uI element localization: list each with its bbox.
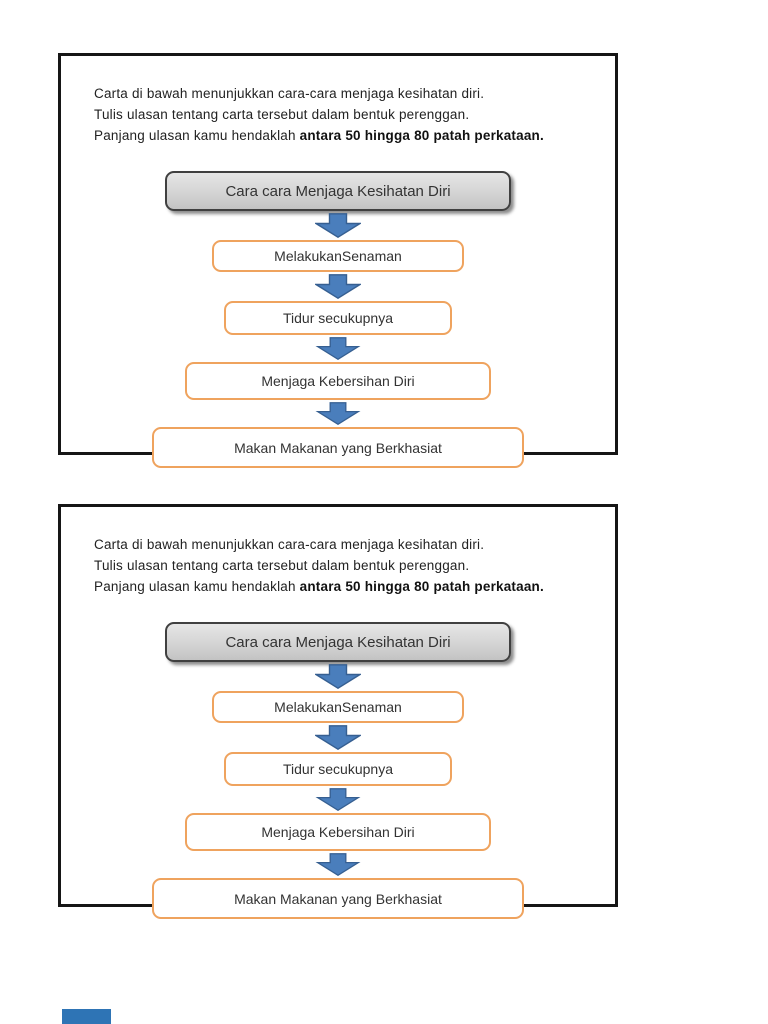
flowchart-title-box: Cara cara Menjaga Kesihatan Diri (165, 622, 511, 662)
instruction-line-3-bold: antara 50 hingga 80 patah perkataan. (299, 128, 544, 143)
step-box: Makan Makanan yang Berkhasiat (152, 878, 524, 919)
step-label: Tidur secukupnya (283, 761, 393, 777)
instruction-line-3: Panjang ulasan kamu hendaklah antara 50 … (94, 125, 595, 146)
down-arrow-icon (315, 337, 361, 360)
down-arrow-icon (315, 725, 361, 750)
instruction-line-3-normal: Panjang ulasan kamu hendaklah (94, 579, 300, 594)
step-box: MelakukanSenaman (212, 240, 464, 272)
instruction-line-3-normal: Panjang ulasan kamu hendaklah (94, 128, 300, 143)
instruction-line-3-bold: antara 50 hingga 80 patah perkataan. (299, 579, 544, 594)
step-label: MelakukanSenaman (274, 699, 402, 715)
worksheet-panel-2: Carta di bawah menunjukkan cara-cara men… (58, 504, 618, 919)
step-label: Tidur secukupnya (283, 310, 393, 326)
flowchart-title-label: Cara cara Menjaga Kesihatan Diri (225, 182, 451, 200)
step-box: Makan Makanan yang Berkhasiat (152, 427, 524, 468)
instruction-line-2: Tulis ulasan tentang carta tersebut dala… (94, 558, 470, 573)
down-arrow-icon (315, 664, 361, 689)
step-label: MelakukanSenaman (274, 248, 402, 264)
step-label: Menjaga Kebersihan Diri (261, 824, 415, 840)
instruction-line-1: Carta di bawah menunjukkan cara-cara men… (94, 86, 485, 101)
step-box: Menjaga Kebersihan Diri (185, 362, 491, 400)
instruction-line-2: Tulis ulasan tentang carta tersebut dala… (94, 107, 470, 122)
down-arrow-icon (315, 853, 361, 876)
step-box: Tidur secukupnya (224, 752, 452, 786)
flowchart: Cara cara Menjaga Kesihatan Diri Melakuk… (61, 171, 615, 468)
down-arrow-icon (315, 213, 361, 238)
step-box: MelakukanSenaman (212, 691, 464, 723)
instructions-block: Carta di bawah menunjukkan cara-cara men… (94, 534, 595, 597)
worksheet-panel-1: Carta di bawah menunjukkan cara-cara men… (58, 53, 618, 468)
step-box: Menjaga Kebersihan Diri (185, 813, 491, 851)
page-progress-bar (62, 1009, 111, 1024)
step-box: Tidur secukupnya (224, 301, 452, 335)
flowchart-title-box: Cara cara Menjaga Kesihatan Diri (165, 171, 511, 211)
instruction-line-3: Panjang ulasan kamu hendaklah antara 50 … (94, 576, 595, 597)
flowchart-title-label: Cara cara Menjaga Kesihatan Diri (225, 633, 451, 651)
instruction-line-1: Carta di bawah menunjukkan cara-cara men… (94, 537, 485, 552)
step-label: Menjaga Kebersihan Diri (261, 373, 415, 389)
down-arrow-icon (315, 274, 361, 299)
flowchart: Cara cara Menjaga Kesihatan Diri Melakuk… (61, 622, 615, 919)
instructions-block: Carta di bawah menunjukkan cara-cara men… (94, 83, 595, 146)
step-label: Makan Makanan yang Berkhasiat (234, 890, 442, 907)
down-arrow-icon (315, 402, 361, 425)
down-arrow-icon (315, 788, 361, 811)
step-label: Makan Makanan yang Berkhasiat (234, 439, 442, 456)
